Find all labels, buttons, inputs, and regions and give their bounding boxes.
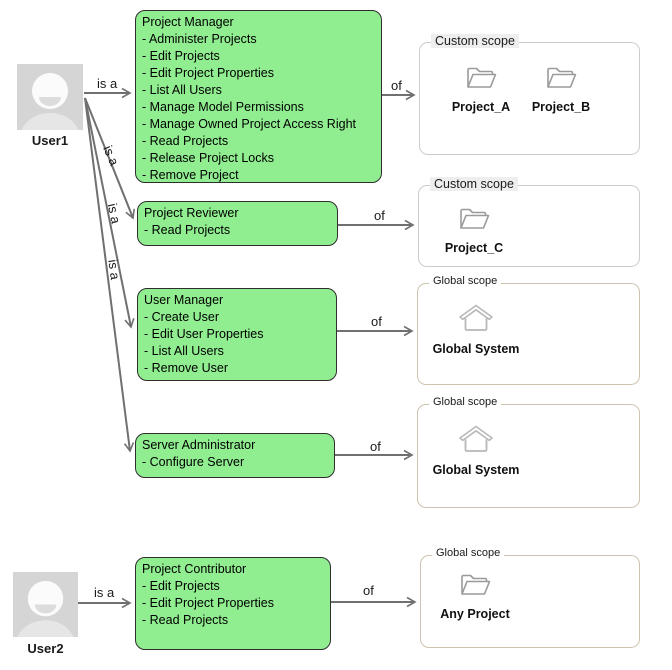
folder-icon [459,570,492,598]
edge-label-isa-1: is a [97,76,118,91]
home-icon [458,423,494,454]
role-title: Project Contributor [142,562,247,576]
role-box-project-manager[interactable]: Project Manager - Administer Projects - … [135,10,382,183]
edge-label-of-5: of [363,583,374,598]
role-title: User Manager [144,293,224,307]
scope-box-global-1[interactable]: Global scope Global System [417,275,640,385]
scope-box-global-2[interactable]: Global scope Global System [417,396,640,508]
scope-item-any-project[interactable]: Any Project [435,570,515,621]
role-permission: - Edit User Properties [144,327,264,341]
user-node-user1[interactable]: User1 [17,64,83,148]
edge-label-of-3: of [371,314,382,329]
role-title: Project Manager [142,15,234,29]
role-permission: - Remove Project [142,168,239,182]
scope-item-name: Project_C [444,241,504,255]
role-permission: - Read Projects [142,134,229,148]
scope-box-custom-2[interactable]: Custom scope Project_C [418,177,640,267]
role-box-project-contributor[interactable]: Project Contributor - Edit Projects - Ed… [135,557,331,650]
role-permission: - Edit Project Properties [142,66,274,80]
scope-label: Global scope [432,547,505,559]
role-box-user-manager[interactable]: User Manager - Create User - Edit User P… [137,288,337,381]
user-node-user2[interactable]: User2 [13,572,78,656]
scope-item-name: Global System [432,463,520,477]
scope-label: Global scope [429,275,502,287]
role-permission: - List All Users [142,83,222,97]
scope-item-project-a[interactable]: Project_A [436,63,526,114]
role-permission: - Edit Project Properties [142,596,274,610]
edge-label-isa-2: is a [100,143,122,168]
home-icon [458,302,494,333]
edge-label-of-1: of [391,78,402,93]
edge-label-isa-5: is a [94,585,115,600]
role-permission: - Manage Model Permissions [142,100,304,114]
folder-icon [545,63,578,91]
scope-item-name: Project_A [451,100,511,114]
role-box-server-administrator[interactable]: Server Administrator - Configure Server [135,433,335,478]
scope-item-global-system[interactable]: Global System [430,302,522,356]
role-permission: - Create User [144,310,220,324]
role-permission: - Configure Server [142,455,245,469]
edge-label-isa-4: is a [105,258,123,281]
scope-box-custom-1[interactable]: Custom scope Project_A Project_B [419,34,640,155]
scope-box-global-3[interactable]: Global scope Any Project [420,547,640,648]
role-permission: - Manage Owned Project Access Right [142,117,356,131]
scope-label: Custom scope [431,34,519,48]
user-avatar-icon [17,64,83,130]
role-permission: - Edit Projects [142,579,220,593]
role-permission: - Read Projects [142,613,229,627]
role-title: Project Reviewer [144,206,239,220]
folder-icon [458,204,491,232]
edge-label-isa-3: is a [104,202,124,225]
role-permission: - Release Project Locks [142,151,275,165]
user-name: User1 [31,133,69,148]
scope-item-name: Project_B [531,100,591,114]
role-permission: - Remove User [144,361,229,375]
role-permission: - List All Users [144,344,224,358]
role-permission: - Administer Projects [142,32,257,46]
scope-label: Custom scope [430,177,518,191]
scope-label: Global scope [429,396,502,408]
role-permission: - Edit Projects [142,49,220,63]
scope-item-global-system[interactable]: Global System [430,423,522,477]
user-avatar-icon [13,572,78,637]
folder-icon [465,63,498,91]
scope-item-name: Any Project [440,607,510,621]
role-box-project-reviewer[interactable]: Project Reviewer - Read Projects [137,201,338,246]
scope-item-project-c[interactable]: Project_C [431,204,517,255]
edge-label-of-4: of [370,439,381,454]
scope-item-name: Global System [432,342,520,356]
role-permission: - Read Projects [144,223,231,237]
edge-label-of-2: of [374,208,385,223]
user-name: User2 [27,641,64,656]
role-title: Server Administrator [142,438,256,452]
scope-item-project-b[interactable]: Project_B [516,63,606,114]
